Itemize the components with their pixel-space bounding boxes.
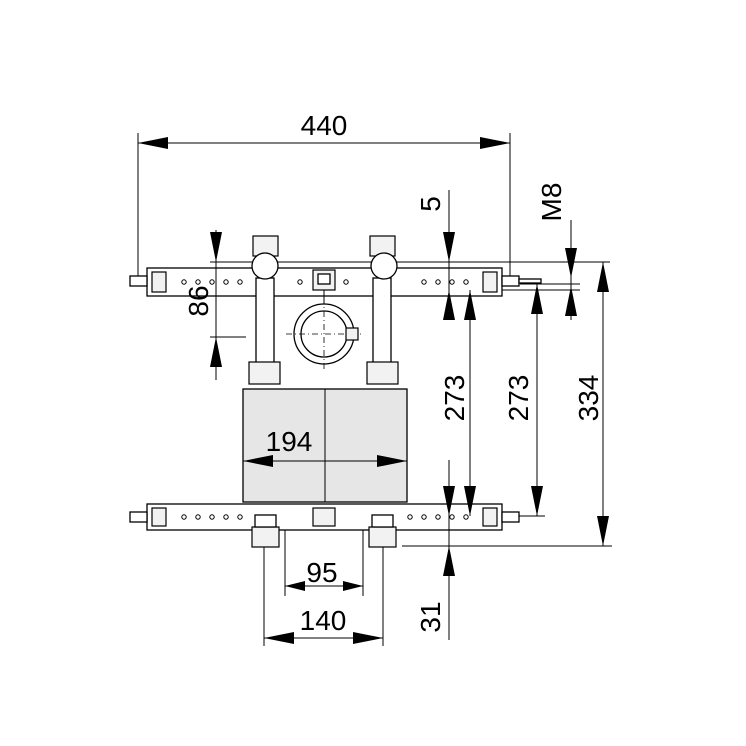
dim-center-distance-right: 273	[503, 375, 534, 422]
dim-overall-height: 334	[573, 375, 604, 422]
dim-bottom-offset: 31	[415, 601, 446, 632]
dim-thread: M8	[536, 183, 567, 222]
dim-outlet-spacing-inner: 95	[306, 557, 337, 588]
dim-overall-width: 440	[301, 110, 348, 141]
central-box	[242, 388, 408, 503]
dim-box-width: 194	[266, 426, 313, 457]
dim-outlet-spacing-outer: 140	[300, 605, 347, 636]
dimension-lines	[138, 137, 609, 644]
dim-center-distance-left: 273	[439, 375, 470, 422]
dimension-labels: 440 5 M8 86 194 273 273 334 95 140 31	[183, 110, 604, 636]
dim-bracket-height: 86	[183, 285, 214, 316]
dim-offset-top: 5	[415, 196, 446, 212]
lower-outlets	[251, 514, 397, 548]
lower-rail	[129, 503, 520, 531]
pipe-assembly	[248, 235, 399, 385]
